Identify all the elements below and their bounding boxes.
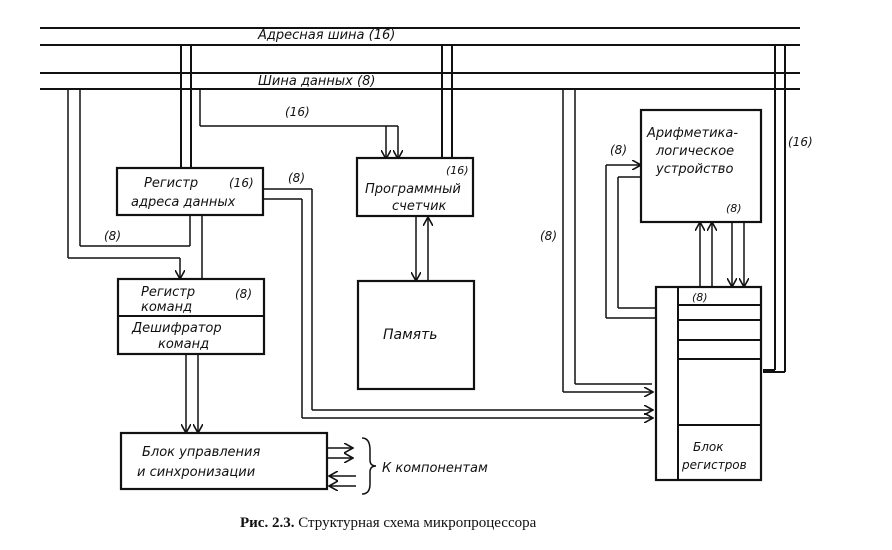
alu-line2: логическое [655, 144, 734, 159]
data-address-register-width: (16) [229, 176, 254, 190]
control-unit-subtitle: и синхронизации [137, 465, 255, 480]
address-link-width: (16) [788, 135, 813, 149]
program-counter-width: (16) [446, 164, 469, 177]
register-file: (8) Блок регистров [654, 285, 763, 482]
address-bus-to-registers-link [763, 45, 786, 373]
decoder-title: Дешифратор [131, 321, 222, 336]
control-to-components: К компонентам [327, 437, 488, 495]
alu-line3: устройство [655, 162, 733, 177]
caption-prefix: Рис. 2.3. [240, 515, 295, 531]
data-bus-to-registers [562, 89, 652, 392]
alu-width: (8) [726, 202, 742, 215]
data-bus-reg-width: (8) [540, 229, 557, 243]
data-bus-label: Шина данных (8) [258, 74, 375, 89]
decoder-to-control [186, 354, 198, 432]
register-file-title: Блок [693, 440, 724, 454]
pc-input-width: (16) [285, 105, 310, 119]
pc-input-wire [199, 89, 398, 158]
address-bus: Адресная шина (16) [40, 27, 800, 46]
data-address-register-title: Регистр [144, 176, 198, 191]
components-label: К компонентам [382, 461, 488, 476]
instruction-register-width: (8) [235, 287, 252, 301]
control-unit: Блок управления и синхронизации [119, 431, 329, 491]
instr-input-width: (8) [104, 229, 121, 243]
alu-block: Арифметика- логическое устройство (8) [639, 108, 763, 224]
instruction-register-title: Регистр [141, 285, 195, 300]
control-unit-title: Блок управления [142, 445, 260, 460]
instruction-register-subtitle: команд [141, 300, 192, 315]
figure-caption: Рис. 2.3. Структурная схема микропроцесс… [240, 515, 537, 531]
register-file-width: (8) [692, 291, 708, 304]
register-file-subtitle: регистров [681, 458, 747, 472]
memory-label: Память [383, 327, 438, 343]
registers-to-alu-loop [605, 165, 656, 319]
program-counter: (16) Программный счетчик [355, 156, 475, 218]
alu-registers-link [700, 222, 744, 287]
pc-memory-link [416, 216, 428, 280]
decoder-subtitle: команд [158, 337, 209, 352]
program-counter-title: Программный [365, 182, 461, 197]
data-bus: Шина данных (8) [40, 72, 800, 90]
data-address-register-subtitle: адреса данных [131, 195, 236, 210]
address-bus-to-register-link [180, 45, 192, 168]
dar-to-registers-wire [263, 188, 652, 418]
dar-output-width: (8) [288, 171, 305, 185]
caption-text: Структурная схема микропроцессора [294, 515, 536, 531]
alu-line1: Арифметика- [646, 126, 738, 141]
instruction-register: Регистр (8) команд [116, 277, 266, 356]
address-bus-to-pc-link [441, 45, 453, 158]
address-bus-label: Адресная шина (16) [257, 28, 395, 43]
instruction-decoder: Дешифратор команд [131, 321, 222, 352]
data-address-register: Регистр (16) адреса данных [115, 166, 265, 217]
alu-loop-width: (8) [610, 143, 627, 157]
program-counter-subtitle: счетчик [392, 199, 447, 214]
memory-block: Память [356, 279, 476, 391]
data-bus-to-instr-reg [67, 89, 190, 278]
register-to-data-bus [189, 215, 203, 278]
